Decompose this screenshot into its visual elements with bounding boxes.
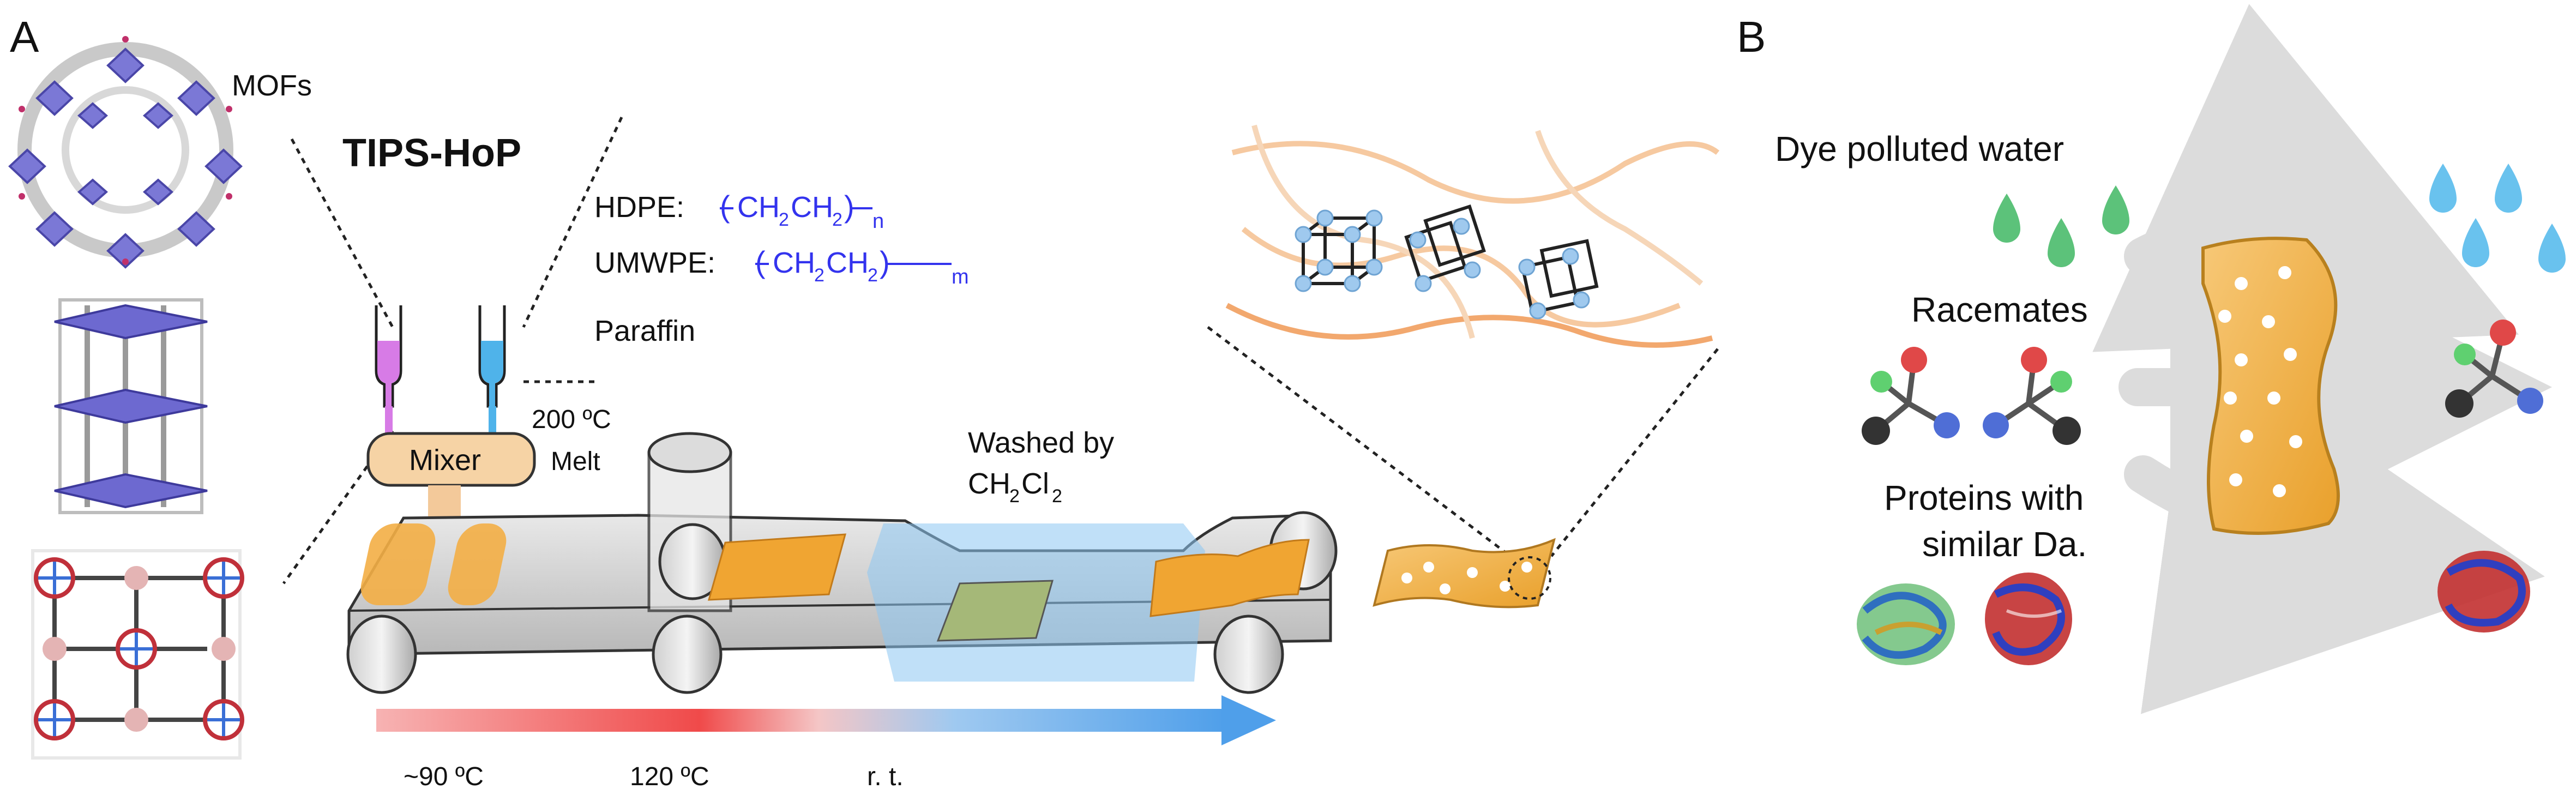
hdpe-label: HDPE: xyxy=(594,191,684,224)
mof-structure-ring xyxy=(8,36,243,269)
film-blobs xyxy=(360,523,507,605)
mof-structure-pillared xyxy=(54,298,208,514)
mixer-box: Mixer xyxy=(366,432,536,487)
dye-droplets-green xyxy=(1993,185,2129,267)
polymer-zoom xyxy=(1225,124,1720,348)
mofs-label: MOFs xyxy=(232,69,312,102)
umwpe-formula-sub1: 2 xyxy=(814,265,824,286)
washed-formula: CH 2 Cl 2 xyxy=(968,467,1062,507)
temperature-arrow xyxy=(376,695,1276,745)
temp-mid-label: 120 ºC xyxy=(630,762,709,791)
zoom-lines-left xyxy=(282,116,623,585)
umwpe-label: UMWPE: xyxy=(594,246,715,279)
racemate-molecule-out xyxy=(2445,320,2543,418)
temp-left-label: ~90 ºC xyxy=(404,762,484,791)
dye-water-label: Dye polluted water xyxy=(1775,129,2064,168)
mof-structure-lattice xyxy=(31,549,244,760)
umwpe-formula-ch: CH xyxy=(773,246,815,279)
washed-sub1: 2 xyxy=(1009,486,1020,507)
zoom-lines-right xyxy=(1207,326,1719,557)
hdpe-formula-ch: CH xyxy=(737,191,780,224)
film-sheet-1 xyxy=(707,533,847,601)
clean-droplets-blue xyxy=(2429,164,2566,273)
syringe-magenta xyxy=(375,305,402,439)
melt-label: Melt xyxy=(551,447,600,476)
paraffin-label: Paraffin xyxy=(594,315,695,347)
svg-text:): ) xyxy=(880,245,890,279)
svg-text:(: ( xyxy=(720,189,730,224)
umwpe-sub-m: m xyxy=(952,266,969,288)
washed-sub2: 2 xyxy=(1052,486,1062,507)
umwpe-formula-ch2: CH xyxy=(826,246,869,279)
racemates-label: Racemates xyxy=(1911,290,2088,329)
membrane-small xyxy=(1373,538,1556,609)
washed-cl: Cl xyxy=(1021,467,1049,500)
mixer-label: Mixer xyxy=(409,444,481,477)
temp-right-label: r. t. xyxy=(867,762,904,791)
svg-text:): ) xyxy=(844,189,854,224)
cube-nodes xyxy=(1295,209,1590,320)
svg-text:(: ( xyxy=(755,245,766,279)
protein-red-blue xyxy=(1985,573,2072,665)
mof-cubes xyxy=(1302,204,1599,315)
racemate-molecule-2 xyxy=(1983,347,2081,445)
membrane-large xyxy=(2201,237,2340,535)
film-sheet-wavy xyxy=(1149,539,1310,617)
hdpe-sub-n: n xyxy=(872,210,884,233)
umwpe-formula-sub2: 2 xyxy=(868,265,878,286)
film-sheet-washed xyxy=(936,580,1054,642)
syringe-blue xyxy=(478,305,506,439)
hdpe-formula-sub1: 2 xyxy=(779,209,789,230)
proteins-line1: Proteins with xyxy=(1884,478,2084,517)
protein-out xyxy=(2437,551,2530,633)
protein-green-blue xyxy=(1857,583,1955,665)
panel-b-label: B xyxy=(1737,13,1766,61)
temp-200-label: 200 ºC xyxy=(532,405,611,434)
racemate-molecule-1 xyxy=(1862,347,1960,445)
hdpe-formula: ( CH 2 CH 2 ) n xyxy=(720,189,884,233)
proteins-line2: similar Da. xyxy=(1922,525,2087,564)
tips-hop-title: TIPS-HoP xyxy=(342,131,521,175)
washed-ch: CH xyxy=(968,467,1010,500)
umwpe-formula: ( CH 2 CH 2 ) m xyxy=(755,245,969,288)
panel-a-label: A xyxy=(10,13,39,61)
hdpe-formula-sub2: 2 xyxy=(832,209,842,230)
hdpe-formula-ch2: CH xyxy=(791,191,833,224)
washed-line1: Washed by xyxy=(968,426,1114,459)
